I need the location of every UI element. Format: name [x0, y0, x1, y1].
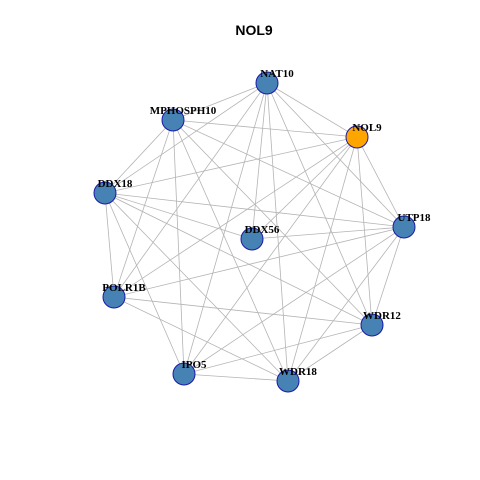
- node-polr1b[interactable]: [102, 285, 126, 309]
- edge-nat10-ipo5: [183, 82, 268, 375]
- edge-utp18-ddx56: [251, 226, 405, 240]
- node-utp18[interactable]: [392, 215, 416, 239]
- edge-nat10-mphosph10: [172, 82, 268, 121]
- edge-mphosph10-polr1b: [113, 119, 174, 298]
- edge-wdr12-ipo5: [183, 324, 373, 375]
- edge-nol9-wdr18: [287, 136, 358, 382]
- edge-nol9-ddx18: [104, 136, 358, 194]
- node-label-wdr18: WDR18: [279, 366, 317, 378]
- edge-mphosph10-ipo5: [172, 119, 185, 375]
- node-nol9[interactable]: [345, 125, 369, 149]
- edge-nat10-ddx56: [251, 82, 268, 240]
- graph-title: NOL9: [235, 22, 273, 38]
- edge-polr1b-wdr12: [113, 296, 373, 326]
- node-label-ddx56: DDX56: [245, 224, 280, 236]
- edge-ddx18-ddx56: [104, 192, 253, 240]
- edge-nat10-ddx18: [104, 82, 268, 194]
- edge-mphosph10-wdr18: [172, 119, 289, 382]
- edge-ipo5-wdr18: [183, 373, 289, 382]
- edge-nol9-ddx56: [251, 136, 358, 240]
- edge-ddx18-polr1b: [104, 192, 115, 298]
- edge-wdr12-wdr18: [287, 324, 373, 382]
- node-label-wdr12: WDR12: [363, 310, 401, 322]
- node-ddx56[interactable]: [240, 227, 264, 251]
- node-label-utp18: UTP18: [398, 212, 432, 224]
- edge-nol9-wdr12: [356, 136, 373, 326]
- edge-polr1b-wdr18: [113, 296, 289, 382]
- edge-layer: [104, 82, 405, 382]
- edge-mphosph10-ddx18: [104, 119, 174, 194]
- node-layer: [93, 71, 416, 393]
- edge-nol9-polr1b: [113, 136, 358, 298]
- node-wdr12[interactable]: [360, 313, 384, 337]
- edge-utp18-wdr18: [287, 226, 405, 382]
- edge-nol9-ipo5: [183, 136, 358, 375]
- edge-nat10-utp18: [266, 82, 405, 228]
- node-wdr18[interactable]: [276, 369, 300, 393]
- node-ipo5[interactable]: [172, 362, 196, 386]
- edge-mphosph10-nol9: [172, 119, 358, 138]
- edge-mphosph10-wdr12: [172, 119, 373, 326]
- edge-ddx18-ipo5: [104, 192, 185, 375]
- node-label-nol9: NOL9: [352, 122, 382, 134]
- edge-utp18-polr1b: [113, 226, 405, 298]
- edge-nat10-polr1b: [113, 82, 268, 298]
- node-mphosph10[interactable]: [161, 108, 185, 132]
- edge-ddx18-utp18: [104, 192, 405, 228]
- node-label-mphosph10: MPHOSPH10: [150, 105, 217, 117]
- node-label-polr1b: POLR1B: [102, 282, 146, 294]
- edge-ddx18-wdr12: [104, 192, 373, 326]
- node-nat10[interactable]: [255, 71, 279, 95]
- edge-nat10-wdr18: [266, 82, 289, 382]
- node-label-ipo5: IPO5: [181, 359, 207, 371]
- edge-nat10-wdr12: [266, 82, 373, 326]
- edge-mphosph10-utp18: [172, 119, 405, 228]
- edge-ddx18-wdr18: [104, 192, 289, 382]
- node-ddx18[interactable]: [93, 181, 117, 205]
- node-label-nat10: NAT10: [260, 68, 294, 80]
- edge-nat10-nol9: [266, 82, 358, 138]
- edge-utp18-ipo5: [183, 226, 405, 375]
- edge-utp18-wdr12: [371, 226, 405, 326]
- edge-nol9-utp18: [356, 136, 405, 228]
- node-label-ddx18: DDX18: [98, 178, 133, 190]
